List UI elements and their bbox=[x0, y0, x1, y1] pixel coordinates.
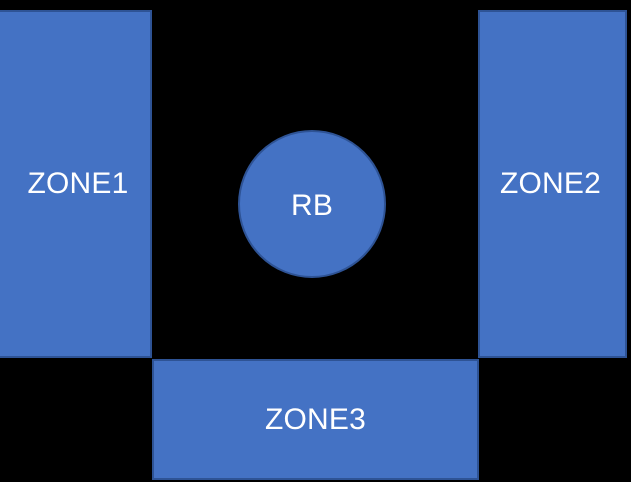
zone3-label: ZONE3 bbox=[264, 402, 367, 436]
zone2-label: ZONE2 bbox=[499, 167, 602, 200]
zone1-label: ZONE1 bbox=[27, 167, 129, 200]
rb-circle[interactable]: RB bbox=[238, 130, 386, 278]
zone2-rectangle[interactable]: ZONE2 bbox=[478, 10, 627, 358]
zone1-rectangle[interactable]: ZONE1 bbox=[0, 10, 152, 358]
zone3-rectangle[interactable]: ZONE3 bbox=[152, 359, 479, 480]
rb-label: RB bbox=[290, 189, 334, 222]
